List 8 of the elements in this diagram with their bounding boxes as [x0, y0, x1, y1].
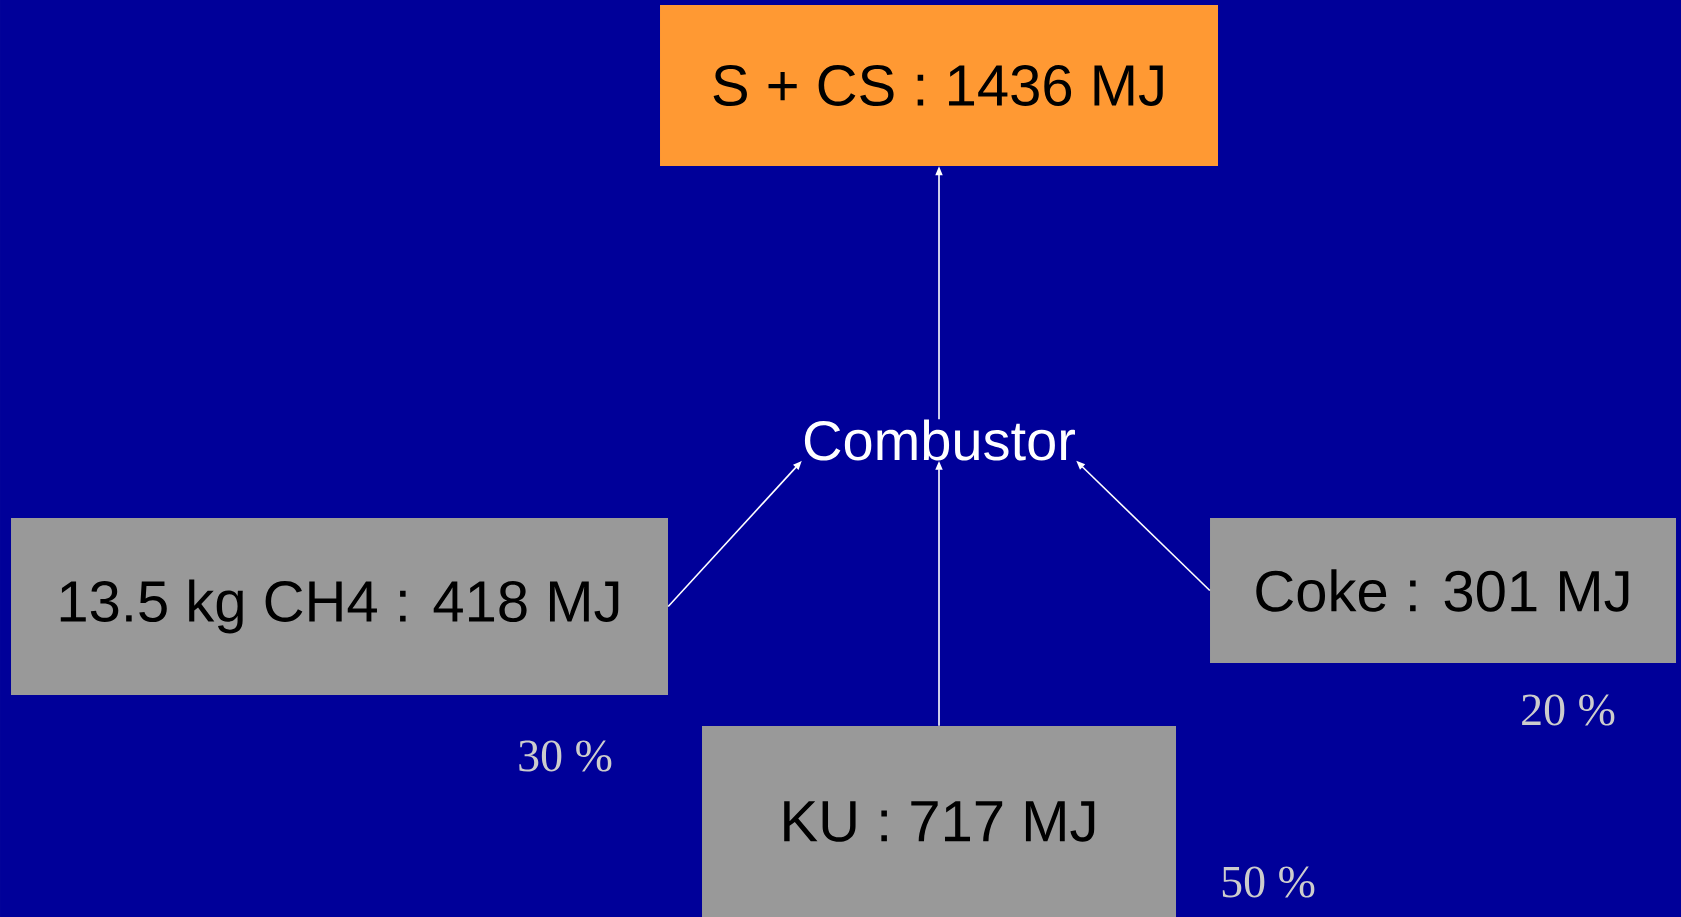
- input-box: KU : 717 MJ: [702, 726, 1176, 917]
- process-label: Combustor: [804, 419, 1075, 461]
- input-box: 13.5 kg CH4 : 418 MJ: [11, 518, 668, 695]
- percent-label: 30 %: [519, 740, 612, 772]
- output-box: S + CS : 1436 MJ: [660, 5, 1218, 166]
- input-box: Coke : 301 MJ: [1210, 518, 1676, 663]
- percent-label: 20 %: [1522, 694, 1615, 726]
- percent-label: 50 %: [1222, 866, 1315, 898]
